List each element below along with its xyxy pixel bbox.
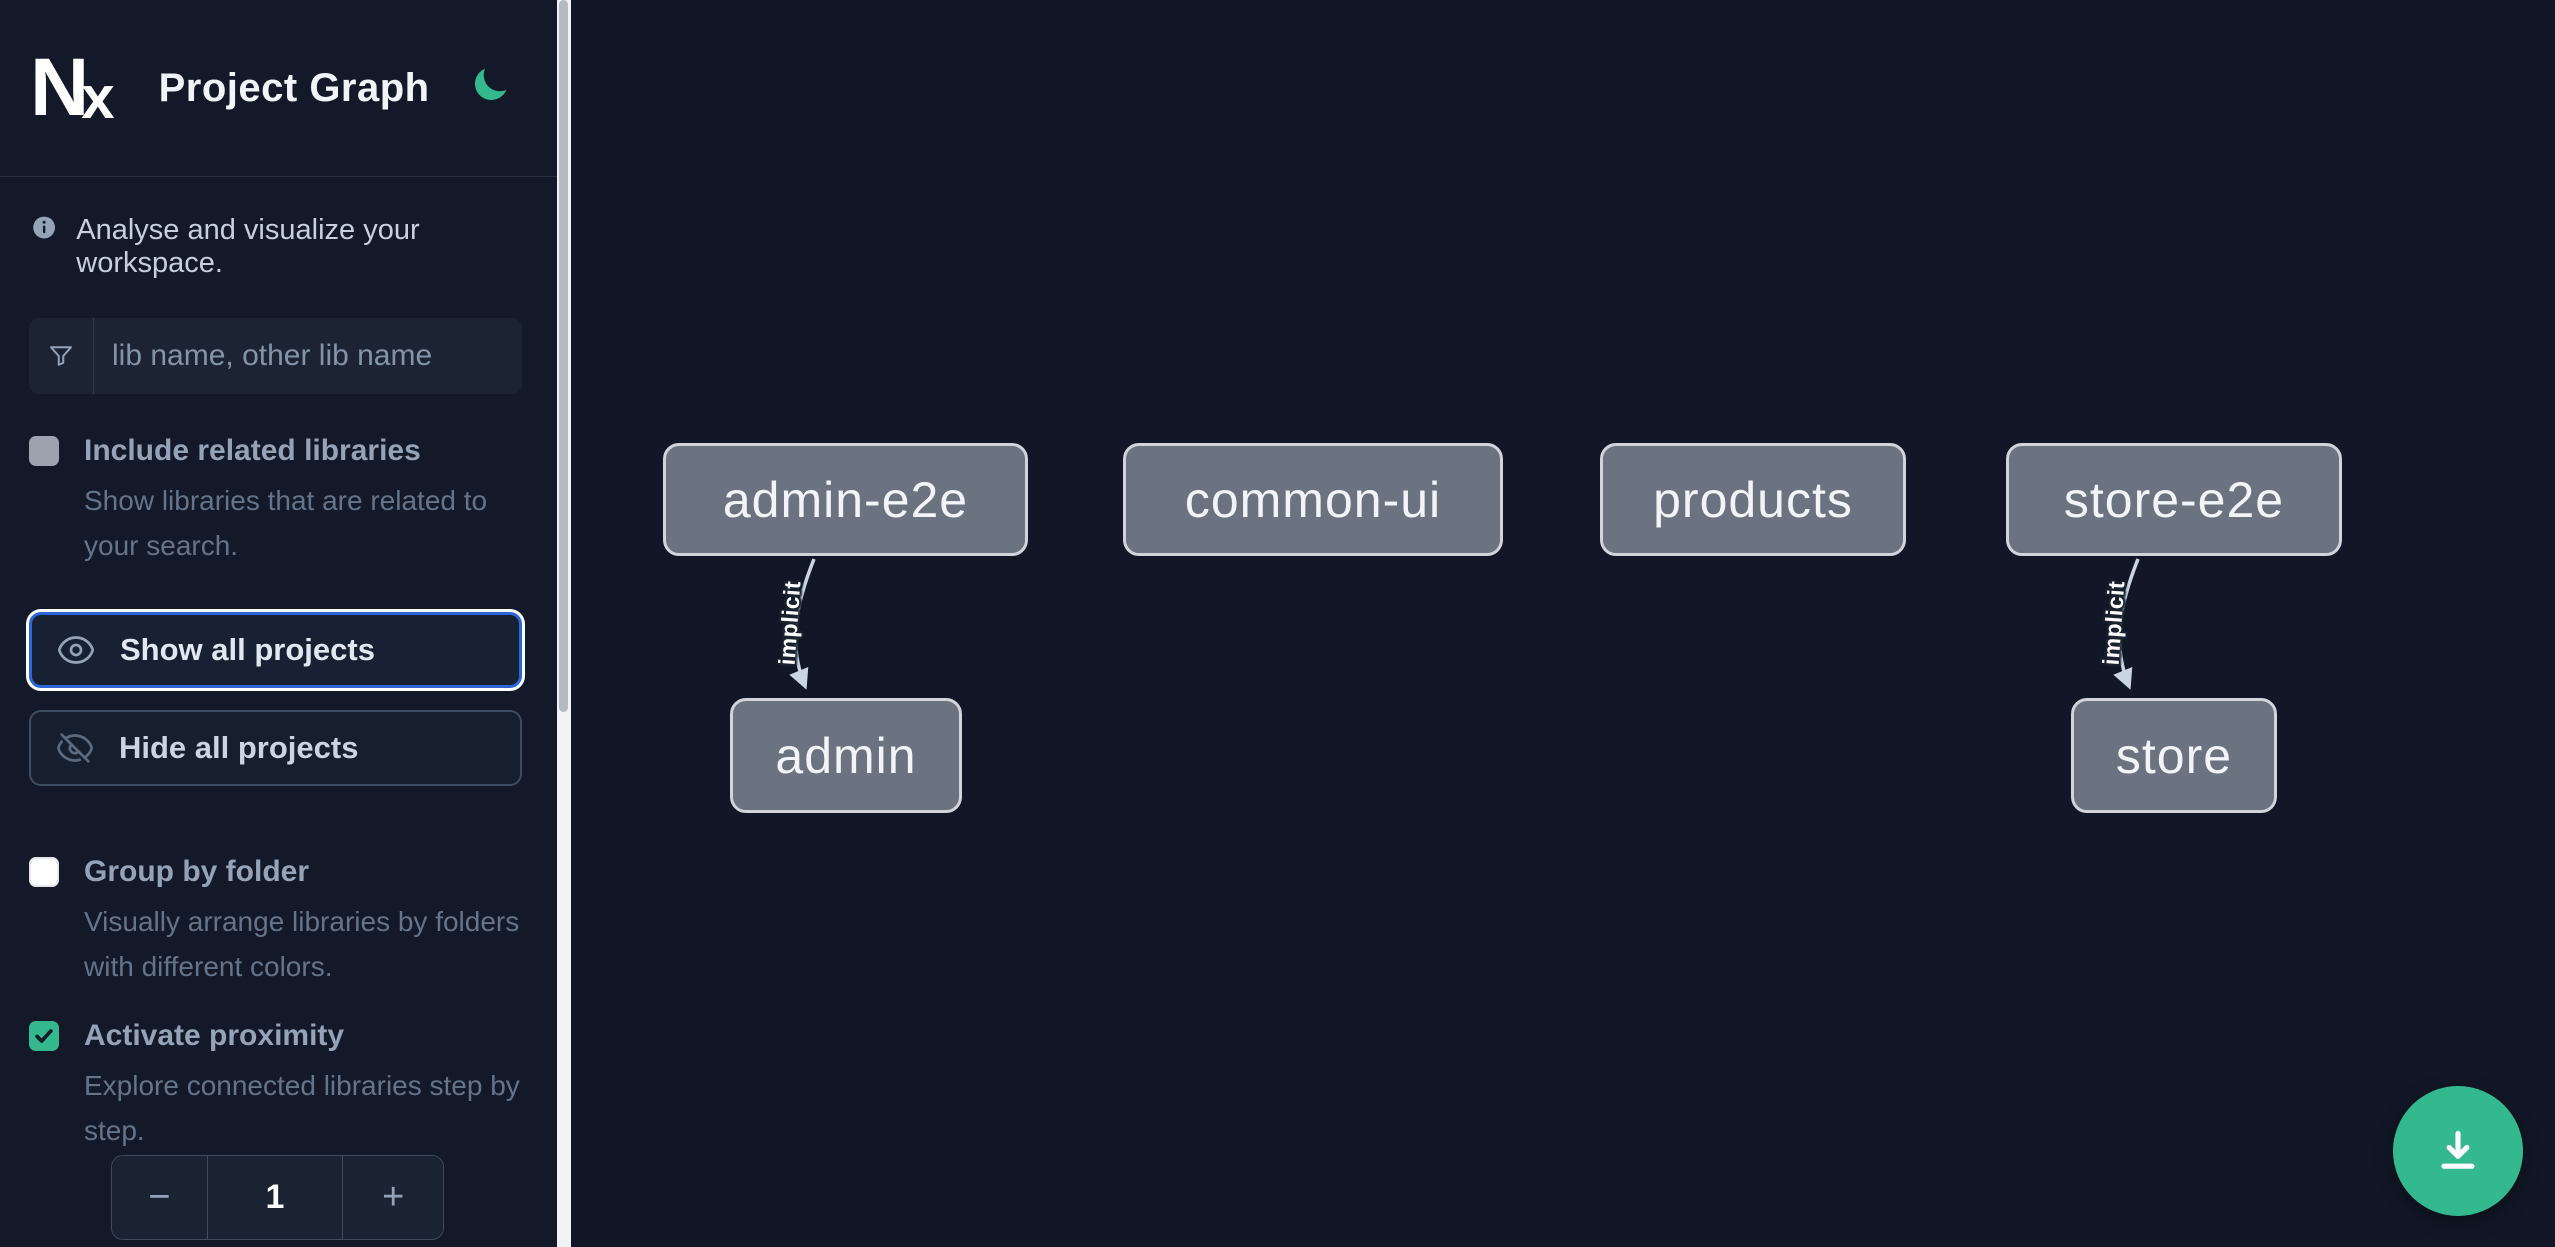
check-icon: [35, 1029, 53, 1043]
filter-box: [29, 318, 522, 394]
show-all-projects-label: Show all projects: [120, 632, 375, 667]
show-all-projects-button[interactable]: Show all projects: [29, 612, 522, 688]
funnel-icon: [50, 346, 72, 366]
sidebar-scrollbar-thumb[interactable]: [559, 0, 568, 712]
node-admin-e2e[interactable]: admin-e2e: [663, 443, 1028, 556]
proximity-depth-stepper: − 1 +: [111, 1155, 444, 1240]
nx-logo-x: x: [81, 63, 114, 131]
group-by-folder-description: Visually arrange libraries by folders wi…: [84, 906, 520, 982]
download-graph-button[interactable]: [2393, 1086, 2523, 1216]
activate-proximity-checkbox[interactable]: [29, 1021, 59, 1051]
sidebar-scrollbar-track: [557, 0, 571, 1247]
activate-proximity-label: Activate proximity: [84, 1019, 345, 1052]
option-group-by-folder: Group by folder Visually arrange librari…: [29, 854, 529, 989]
group-by-folder-label: Group by folder: [84, 855, 309, 888]
info-icon: [33, 216, 56, 239]
stepper-value: 1: [207, 1156, 344, 1239]
node-products[interactable]: products: [1600, 443, 1906, 556]
stepper-increment-button[interactable]: +: [343, 1156, 443, 1239]
info-banner: Analyse and visualize your workspace.: [0, 177, 557, 280]
filter-input[interactable]: [94, 318, 522, 394]
stepper-decrement-button[interactable]: −: [112, 1156, 208, 1239]
page-title: Project Graph: [158, 65, 430, 110]
option-include-related: Include related libraries Show libraries…: [29, 433, 529, 568]
eye-off-icon: [56, 733, 94, 763]
activate-proximity-description: Explore connected libraries step by step…: [84, 1070, 520, 1146]
node-admin[interactable]: admin: [730, 698, 962, 813]
filter-icon-cell: [29, 318, 94, 394]
option-activate-proximity: Activate proximity Explore connected lib…: [29, 1018, 529, 1153]
node-common-ui[interactable]: common-ui: [1123, 443, 1503, 556]
include-related-checkbox[interactable]: [29, 436, 59, 466]
edge-store-e2e-to-store: [2113, 558, 2140, 690]
download-icon: [2441, 1130, 2475, 1169]
eye-icon: [57, 636, 95, 664]
node-store[interactable]: store: [2071, 698, 2277, 813]
hide-all-projects-label: Hide all projects: [119, 730, 359, 765]
graph-canvas[interactable]: implicit implicit admin-e2e common-ui pr…: [571, 0, 2555, 1247]
nx-logo-n: N: [30, 42, 89, 134]
moon-icon: [475, 68, 507, 100]
include-related-label: Include related libraries: [84, 434, 421, 467]
edge-admin-e2e-to-admin: [789, 558, 816, 690]
info-text: Analyse and visualize your workspace.: [76, 214, 420, 279]
group-by-folder-checkbox[interactable]: [29, 857, 59, 887]
node-store-e2e[interactable]: store-e2e: [2006, 443, 2342, 556]
theme-toggle-button[interactable]: [468, 64, 512, 108]
include-related-description: Show libraries that are related to your …: [84, 485, 488, 561]
graph-edges: [789, 558, 2140, 690]
hide-all-projects-button[interactable]: Hide all projects: [29, 710, 522, 786]
